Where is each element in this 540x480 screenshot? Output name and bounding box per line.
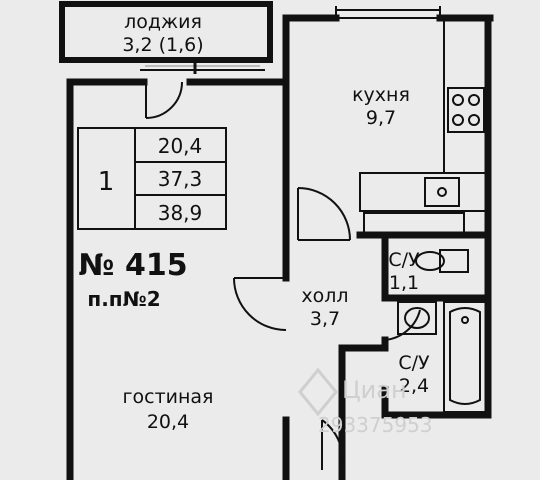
kitchen-window (335, 6, 441, 20)
area-living: 20,4 (158, 134, 203, 158)
kitchen-fixtures (359, 17, 487, 234)
entrance-number: п.п№2 (87, 287, 160, 311)
watermark-brand: Циан (342, 376, 407, 404)
living-room-area: 20,4 (147, 411, 189, 433)
loggia-name: лоджия (124, 11, 202, 33)
bath-1-name: С/У (388, 249, 420, 271)
hall-name: холл (301, 285, 348, 307)
area-total-with-loggia: 38,9 (158, 201, 203, 225)
bath-1-area: 1,1 (389, 272, 419, 294)
rooms-count: 1 (98, 167, 115, 197)
hall-area: 3,7 (310, 308, 340, 330)
watermark-code: 293375953 (318, 413, 433, 437)
doors (145, 81, 421, 471)
living-room-name: гостиная (123, 386, 214, 408)
watermark-logo-icon (298, 367, 338, 417)
walls (66, 14, 494, 480)
apartment-number: № 415 (78, 248, 187, 283)
bath-2-area: 2,4 (399, 375, 429, 397)
watermark: Циан 293375953 (298, 367, 433, 437)
bath-2-name: С/У (398, 352, 430, 374)
bath-fixtures (397, 249, 487, 413)
kitchen-area: 9,7 (366, 107, 396, 129)
area-total: 37,3 (158, 167, 203, 191)
loggia-outline (59, 1, 273, 74)
loggia-area: 3,2 (1,6) (122, 34, 203, 56)
kitchen-name: кухня (352, 84, 410, 106)
info-table (77, 127, 227, 230)
